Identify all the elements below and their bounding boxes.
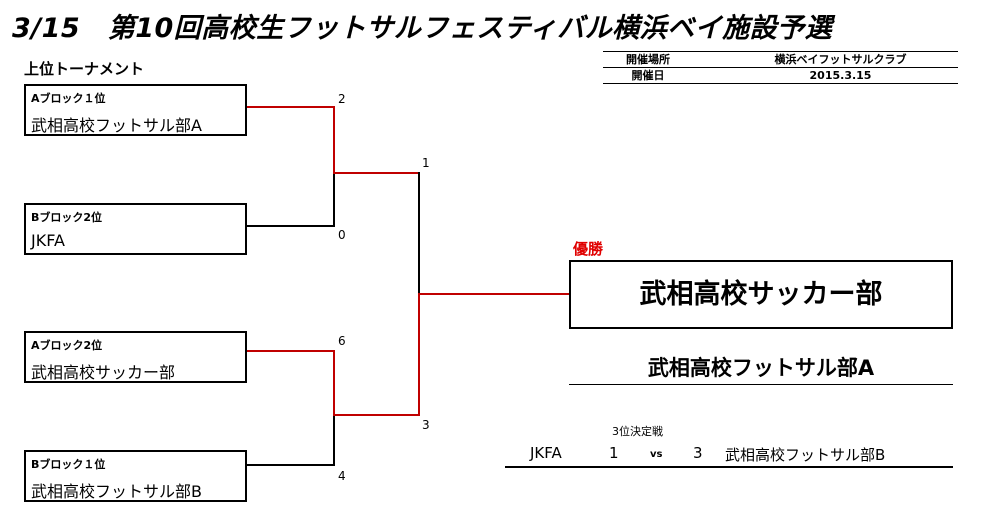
third-place-label: 3位決定戦 (612, 425, 663, 438)
score-sf2-bottom: 4 (338, 469, 346, 483)
date-label: 開催日 (631, 69, 665, 82)
bracket-line-champion (418, 293, 569, 295)
team-box-b2: Bブロック2位 JKFA (24, 203, 247, 255)
date-row: 開催日 2015.3.15 (603, 68, 958, 84)
team-name: JKFA (31, 231, 65, 250)
champion-label: 優勝 (573, 240, 604, 258)
bracket-line-b2-vertical (333, 173, 335, 227)
bracket-line-b1 (247, 464, 335, 466)
venue-row: 開催場所 横浜ベイフットサルクラブ (603, 51, 958, 68)
venue-value: 横浜ベイフットサルクラブ (774, 53, 907, 66)
bracket-line-a2 (247, 350, 335, 352)
score-sf1-top: 2 (338, 92, 346, 106)
bracket-line-b1-vertical (333, 415, 335, 466)
date-value: 2015.3.15 (809, 69, 872, 82)
champion-box: 武相高校サッカー部 (569, 260, 953, 329)
bracket-line-sf2-out (333, 414, 420, 416)
event-info-table: 開催場所 横浜ベイフットサルクラブ 開催日 2015.3.15 (603, 51, 958, 84)
third-place-team2: 武相高校フットサル部B (725, 446, 886, 464)
runner-up-name: 武相高校フットサル部A (647, 356, 875, 380)
team-block-label: Aブロック2位 (31, 339, 103, 352)
score-sf2-top: 6 (338, 334, 346, 348)
bracket-line-final-top (418, 172, 420, 294)
team-block-label: Bブロック１位 (31, 458, 106, 471)
team-name: 武相高校サッカー部 (31, 363, 176, 382)
bracket-line-b2 (247, 225, 335, 227)
bracket-line-a1 (247, 106, 335, 108)
bracket-line-sf1-out (333, 172, 420, 174)
third-place-vs: vs (650, 449, 663, 460)
team-block-label: Aブロック１位 (31, 92, 106, 105)
runner-up-underline (569, 384, 953, 385)
bracket-line-a2-vertical (333, 350, 335, 416)
page-title: 3/15 第10回高校生フットサルフェスティバル横浜ベイ施設予選 (12, 13, 833, 44)
third-place-team1: JKFA (530, 444, 562, 462)
third-place-score1: 1 (609, 444, 619, 462)
third-place-score2: 3 (693, 444, 703, 462)
score-sf1-bottom: 0 (338, 228, 346, 242)
venue-label: 開催場所 (626, 53, 670, 66)
score-final-top: 1 (422, 156, 430, 170)
bracket-line-a1-vertical (333, 106, 335, 173)
team-block-label: Bブロック2位 (31, 211, 103, 224)
team-box-a1: Aブロック１位 武相高校フットサル部A (24, 84, 247, 136)
team-box-a2: Aブロック2位 武相高校サッカー部 (24, 331, 247, 383)
team-box-b1: Bブロック１位 武相高校フットサル部B (24, 450, 247, 502)
score-final-bottom: 3 (422, 418, 430, 432)
bracket-line-final-bottom (418, 293, 420, 416)
team-name: 武相高校フットサル部B (31, 482, 202, 501)
third-place-underline (505, 466, 953, 468)
tournament-subtitle: 上位トーナメント (24, 60, 145, 78)
team-name: 武相高校フットサル部A (31, 116, 202, 135)
